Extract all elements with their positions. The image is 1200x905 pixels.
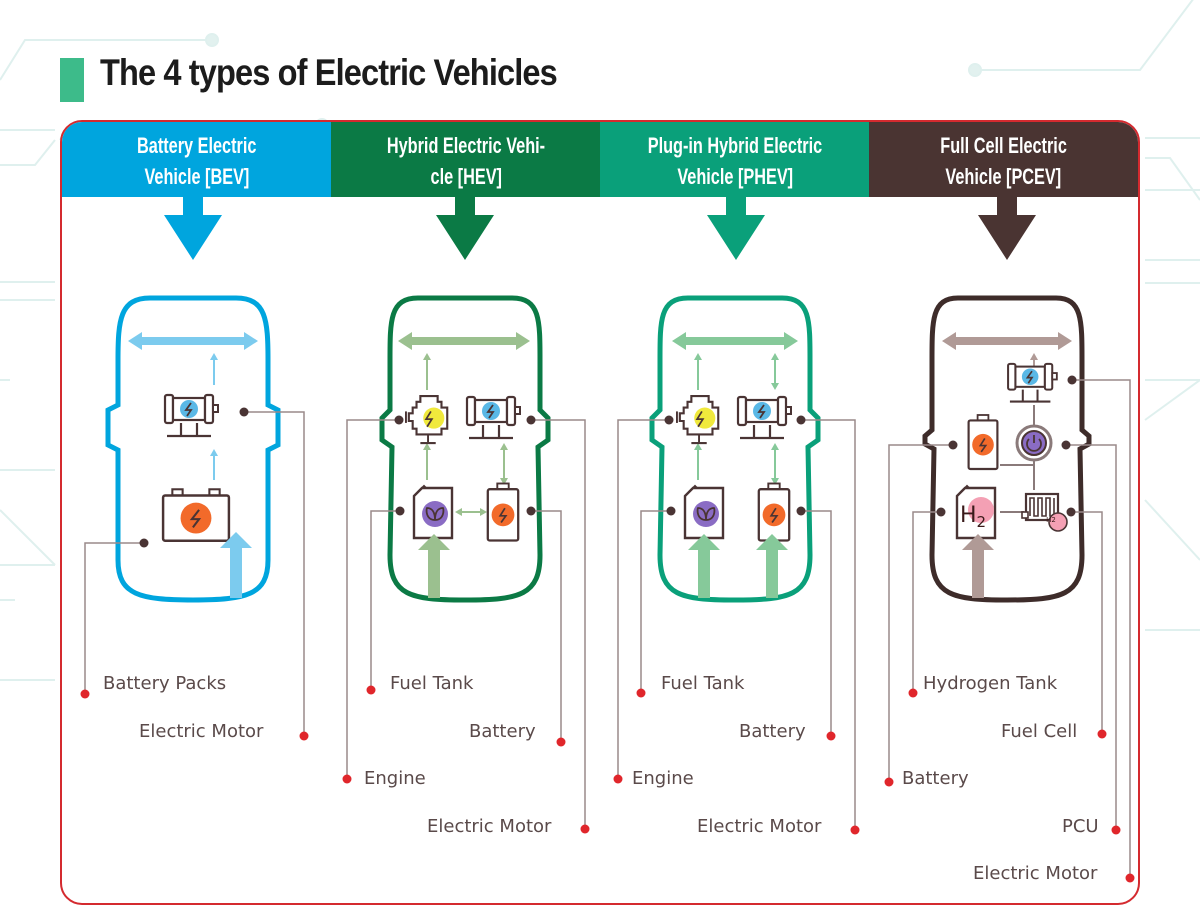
hev-wheel-drive-arrow [398, 332, 530, 350]
pcev-car-outline [922, 295, 1092, 603]
header-pcev-line2: Vehicle [PCEV] [945, 163, 1062, 189]
hev-battery-icon [486, 482, 520, 542]
phev-label-fuel-tank: Fuel Tank [661, 673, 745, 694]
pcev-label-hydrogen-tank: Hydrogen Tank [923, 673, 1058, 694]
bev-wheel-drive-arrow [128, 332, 258, 350]
pcev-label-fuel-cell: Fuel Cell [1001, 721, 1078, 742]
pcev-down-arrow [978, 195, 1036, 260]
phev-battery-icon [757, 482, 791, 542]
hev-diagram [342, 295, 590, 834]
bev-diagram [80, 295, 309, 741]
phev-car-outline [649, 295, 821, 603]
pcev-pcu-icon [1015, 424, 1053, 462]
pcev-motor-icon [1007, 362, 1058, 403]
pcev-refuel-arrow [962, 534, 994, 598]
header-hev: Hybrid Electric Vehi-cle [HEV] [331, 122, 600, 197]
bev-label-battery-packs: Battery Packs [103, 673, 227, 694]
pcev-fuel-cell-icon [1020, 492, 1069, 533]
phev-down-arrow [707, 195, 765, 260]
header-hev-line1: Hybrid Electric Vehi- [386, 132, 545, 158]
phev-wheel-drive-arrow [672, 332, 798, 350]
phev-fuel-tank-icon [683, 484, 725, 540]
bev-down-arrow [164, 195, 222, 260]
hev-label-electric-motor: Electric Motor [427, 816, 552, 837]
hev-down-arrow [436, 195, 494, 260]
header-hev-line2: cle [HEV] [429, 163, 502, 189]
pcev-diagram: H2 H2 [884, 295, 1135, 883]
page-title: The 4 types of Electric Vehicles [100, 52, 558, 93]
hev-engine-icon [405, 394, 449, 445]
header-pcev-line1: Full Cell Electric [940, 132, 1067, 158]
phev-label-battery: Battery [739, 721, 806, 742]
bev-car-outline [105, 295, 281, 603]
title-accent-bar [60, 58, 84, 102]
header-phev-line1: Plug-in Hybrid Electric [647, 132, 822, 158]
hev-car-outline [379, 295, 551, 603]
header-phev-line2: Vehicle [PHEV] [676, 163, 793, 189]
bev-charge-arrow [220, 532, 252, 598]
hev-refuel-arrow [418, 534, 450, 598]
phev-label-electric-motor: Electric Motor [697, 816, 822, 837]
phev-engine-icon [676, 394, 720, 445]
header-bev-line2: Vehicle [BEV] [144, 163, 249, 189]
bev-battery-icon [161, 488, 231, 542]
phev-diagram [613, 295, 860, 835]
hev-label-battery: Battery [469, 721, 536, 742]
pcev-label-pcu: PCU [1062, 816, 1099, 837]
header-bev-line1: Battery Electric [136, 132, 257, 158]
pcev-fuel-cell-h2-badge: H2 [1046, 516, 1056, 524]
pcev-wheel-drive-arrow [942, 332, 1072, 350]
phev-refuel-arrow [688, 534, 720, 598]
bev-motor-icon [163, 393, 220, 438]
phev-label-engine: Engine [632, 768, 694, 789]
hev-motor-icon [465, 395, 522, 440]
pcev-battery-icon [967, 413, 999, 471]
pcev-h2-label: H2 [960, 503, 986, 531]
down-arrows [164, 195, 1036, 260]
hev-fuel-tank-icon [412, 484, 454, 540]
pcev-label-electric-motor: Electric Motor [973, 863, 1098, 884]
pcev-label-battery: Battery [902, 768, 969, 789]
phev-motor-icon [736, 395, 793, 440]
phev-charge-arrow [756, 534, 788, 598]
bev-label-electric-motor: Electric Motor [139, 721, 264, 742]
hev-label-fuel-tank: Fuel Tank [390, 673, 474, 694]
hev-label-engine: Engine [364, 768, 426, 789]
